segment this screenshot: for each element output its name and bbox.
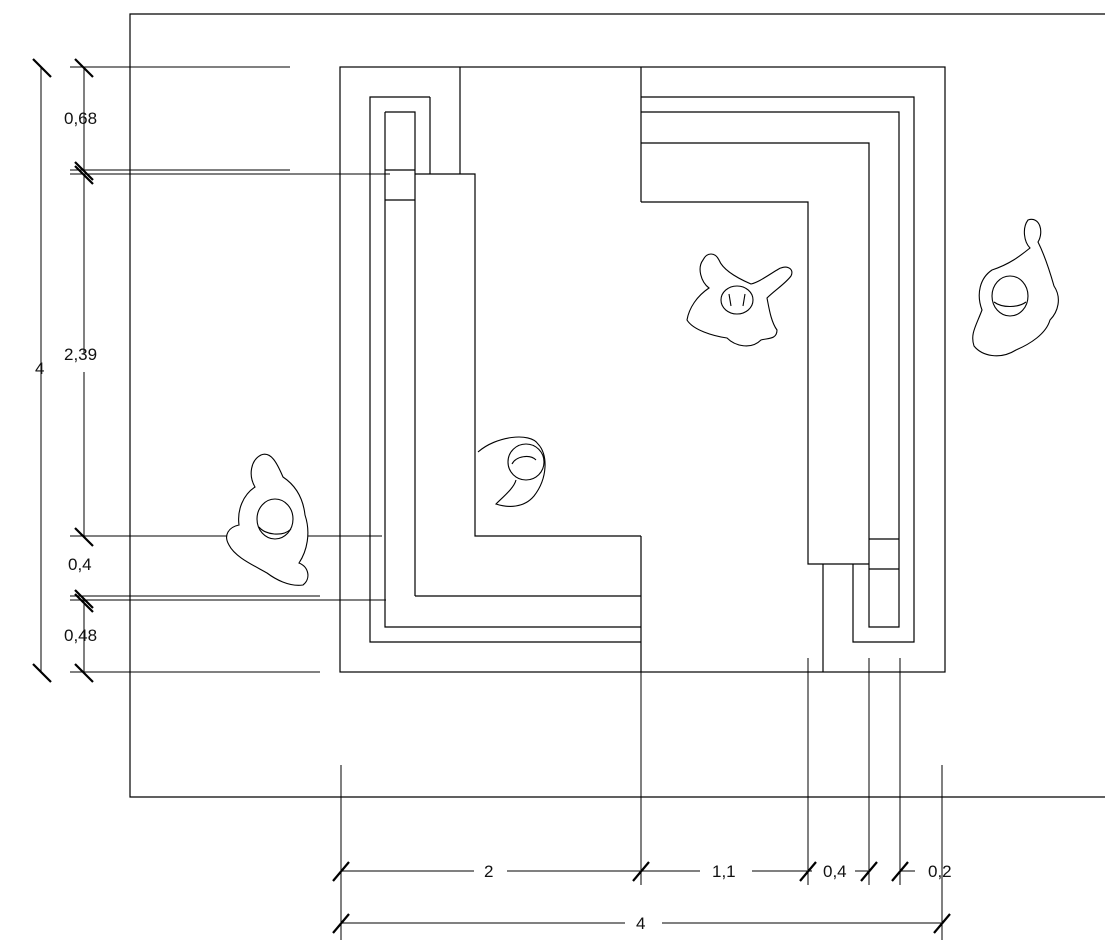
- person-icon-west: [226, 453, 309, 586]
- dim-h-seg-1: 2: [484, 862, 493, 881]
- dim-h-overall: 4: [636, 914, 645, 933]
- dim-v-seg-3: 0,4: [68, 555, 92, 574]
- person-icon-northeast: [686, 253, 793, 347]
- right-stair-walls: [641, 96, 915, 672]
- horizontal-dimension-labels: 2 1,1 0,4 0,2 4: [484, 862, 952, 933]
- dim-v-seg-4: 0,48: [64, 626, 97, 645]
- dim-v-seg-2: 2,39: [64, 345, 97, 364]
- person-icon-east: [972, 218, 1059, 357]
- dim-h-seg-4: 0,2: [928, 862, 952, 881]
- left-stair-walls: [369, 67, 641, 643]
- vertical-dimension-labels: 0,68 2,39 0,4 0,48 4: [35, 109, 97, 645]
- person-icon-center: [477, 436, 546, 507]
- site-boundary: [129, 13, 1105, 798]
- dim-v-seg-1: 0,68: [64, 109, 97, 128]
- horizontal-extension-lines: [340, 658, 943, 940]
- dim-v-overall: 4: [35, 359, 44, 378]
- dimension-ticks: [32, 58, 951, 934]
- dim-h-seg-3: 0,4: [823, 862, 847, 881]
- dim-h-seg-2: 1,1: [712, 862, 736, 881]
- building-outline: [339, 66, 946, 673]
- vertical-extension-lines: [40, 66, 390, 673]
